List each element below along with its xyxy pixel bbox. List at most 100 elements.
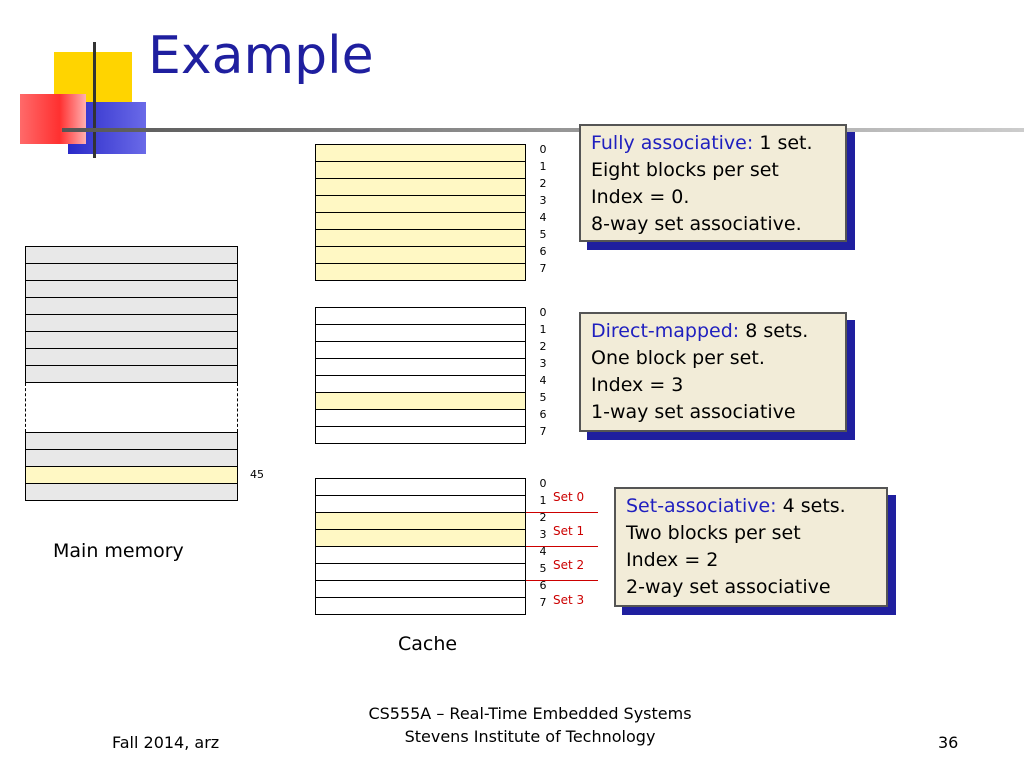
footer-course: CS555A – Real-Time Embedded Systems Stev…: [330, 702, 730, 748]
cache-set-associative: [315, 478, 526, 615]
cache-index-label: 4: [539, 374, 547, 387]
cache-index-label: 6: [539, 245, 547, 258]
memory-block: [25, 450, 238, 467]
cache-line: [315, 530, 526, 547]
memory-block: [25, 366, 238, 383]
box-line: Two blocks per set: [626, 522, 801, 544]
cache-direct-mapped: [315, 307, 526, 444]
cache-line: [315, 513, 526, 530]
set-divider: [526, 546, 598, 547]
box-line: 8-way set associative.: [591, 213, 802, 235]
cache-index-label: 2: [539, 177, 547, 190]
set-divider: [526, 512, 598, 513]
memory-block-45: [25, 467, 238, 484]
main-memory-caption: Main memory: [53, 540, 184, 562]
cache-index-label: 3: [539, 194, 547, 207]
set-label: Set 0: [553, 490, 585, 504]
cache-index-label: 1: [539, 160, 547, 173]
cache-index-label: 0: [539, 143, 547, 156]
cache-line: [315, 359, 526, 376]
box-keyword-rest: 8 sets.: [739, 320, 809, 342]
cache-line: [315, 230, 526, 247]
cache-index-label: 1: [539, 323, 547, 336]
cache-fully-associative: [315, 144, 526, 281]
set-label: Set 1: [553, 524, 585, 538]
set-label: Set 2: [553, 558, 585, 572]
cache-line: [315, 247, 526, 264]
cache-line: [315, 564, 526, 581]
box-line: 1-way set associative: [591, 401, 796, 423]
logo-vertical-line: [93, 42, 96, 158]
cache-line: [315, 162, 526, 179]
cache-index-label: 7: [539, 425, 547, 438]
footer-institution: Stevens Institute of Technology: [404, 727, 656, 746]
main-memory-diagram: [25, 246, 238, 501]
footer-course-name: CS555A – Real-Time Embedded Systems: [368, 704, 692, 723]
box-line: Eight blocks per set: [591, 159, 779, 181]
cache-index-label: 5: [539, 391, 547, 404]
memory-block: [25, 349, 238, 366]
cache-line: [315, 342, 526, 359]
cache-line: [315, 307, 526, 325]
cache-index-label: 3: [539, 357, 547, 370]
cache-caption: Cache: [398, 633, 458, 655]
set-divider: [526, 580, 598, 581]
cache-line: [315, 581, 526, 598]
cache-index-label: 5: [539, 562, 547, 575]
cache-index-label: 3: [539, 528, 547, 541]
cache-line: [315, 410, 526, 427]
cache-index-label: 6: [539, 408, 547, 421]
set-label: Set 3: [553, 593, 585, 607]
cache-line: [315, 179, 526, 196]
cache-index-label: 4: [539, 545, 547, 558]
box-keyword: Fully associative:: [591, 132, 754, 154]
cache-index-label: 0: [539, 306, 547, 319]
cache-line: [315, 213, 526, 230]
box-line: Index = 2: [626, 549, 719, 571]
cache-index-label: 1: [539, 494, 547, 507]
box-keyword: Set-associative:: [626, 495, 777, 517]
memory-block: [25, 484, 238, 501]
cache-line: [315, 393, 526, 410]
cache-line: [315, 547, 526, 564]
cache-index-label: 2: [539, 511, 547, 524]
cache-line: [315, 144, 526, 162]
cache-index-label: 5: [539, 228, 547, 241]
memory-block: [25, 246, 238, 264]
direct-mapped-box: Direct-mapped: 8 sets. One block per set…: [579, 312, 847, 432]
cache-index-label: 0: [539, 477, 547, 490]
box-line: One block per set.: [591, 347, 765, 369]
cache-index-label: 7: [539, 596, 547, 609]
cache-index-label: 6: [539, 579, 547, 592]
box-line: Index = 3: [591, 374, 684, 396]
cache-index-label: 7: [539, 262, 547, 275]
box-keyword-rest: 4 sets.: [776, 495, 846, 517]
set-associative-box: Set-associative: 4 sets. Two blocks per …: [614, 487, 888, 607]
cache-line: [315, 264, 526, 281]
cache-line: [315, 376, 526, 393]
box-line: Index = 0.: [591, 186, 690, 208]
memory-block: [25, 281, 238, 298]
cache-index-label: 2: [539, 340, 547, 353]
box-keyword: Direct-mapped:: [591, 320, 740, 342]
memory-block: [25, 332, 238, 349]
page-number: 36: [938, 733, 959, 752]
memory-block-number: 45: [250, 468, 264, 481]
footer-date: Fall 2014, arz: [112, 733, 220, 752]
fully-associative-box: Fully associative: 1 set. Eight blocks p…: [579, 124, 847, 242]
memory-block: [25, 432, 238, 450]
cache-line: [315, 427, 526, 444]
cache-line: [315, 478, 526, 496]
box-line: 2-way set associative: [626, 576, 831, 598]
memory-gap: [25, 383, 238, 432]
memory-block: [25, 298, 238, 315]
cache-line: [315, 196, 526, 213]
logo-red-square: [20, 94, 86, 144]
cache-index-label: 4: [539, 211, 547, 224]
title-underline: [62, 128, 1024, 132]
box-keyword-rest: 1 set.: [753, 132, 813, 154]
cache-line: [315, 325, 526, 342]
page-title: Example: [148, 26, 374, 86]
memory-block: [25, 264, 238, 281]
memory-block: [25, 315, 238, 332]
